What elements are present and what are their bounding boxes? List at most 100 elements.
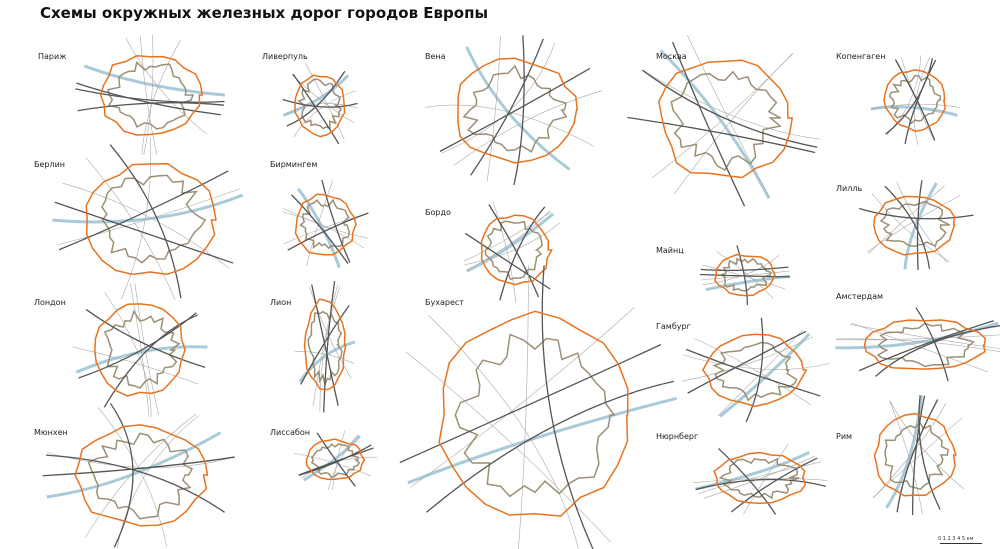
minor-rail-line <box>889 400 965 490</box>
city-boundary <box>876 322 975 368</box>
river <box>52 193 244 224</box>
ring-railway <box>94 303 186 397</box>
rail-line <box>736 245 749 305</box>
city-map <box>294 430 377 490</box>
city-map <box>699 245 791 305</box>
rail-line <box>109 403 134 548</box>
minor-rail-line <box>97 407 168 548</box>
minor-rail-line <box>703 455 816 499</box>
city-map <box>627 34 820 207</box>
minor-rail-line <box>871 193 950 263</box>
city-boundary <box>719 257 772 292</box>
rail-line <box>731 457 818 513</box>
minor-rail-line <box>62 182 230 269</box>
city-map <box>282 63 358 145</box>
river <box>903 182 938 270</box>
rail-line <box>513 35 525 186</box>
minor-rail-line <box>681 336 814 382</box>
minor-rail-line <box>889 400 923 515</box>
minor-rail-line <box>295 351 354 364</box>
rail-line <box>745 317 764 423</box>
ring-railway <box>85 163 217 276</box>
ring-railway <box>480 214 553 286</box>
rail-line <box>282 98 358 108</box>
minor-rail-line <box>293 90 356 138</box>
minor-rail-line <box>405 351 611 543</box>
city-label: Лион <box>270 298 292 307</box>
rail-line <box>642 69 818 148</box>
minor-rail-line <box>129 283 150 417</box>
city-map <box>399 265 677 549</box>
river <box>46 431 222 499</box>
city-map <box>42 403 235 548</box>
rail-line <box>45 454 225 513</box>
minor-rail-line <box>851 322 988 373</box>
city-map <box>859 180 974 270</box>
minor-rail-line <box>134 282 159 415</box>
minor-rail-line <box>868 185 945 254</box>
rail-line <box>85 308 206 369</box>
rail-line <box>918 395 941 510</box>
city-map <box>295 280 356 413</box>
minor-rail-line <box>428 315 579 549</box>
rail-line <box>399 344 662 464</box>
rail-line <box>700 266 789 272</box>
city-boundary <box>297 78 343 130</box>
city-label: Ливерпуль <box>262 52 308 61</box>
minor-rail-line <box>305 63 345 140</box>
city-boundary <box>462 64 568 153</box>
river <box>719 332 811 418</box>
minor-rail-line <box>849 323 1000 350</box>
minor-rail-line <box>312 284 339 407</box>
minor-rail-line <box>140 35 158 155</box>
rail-line <box>291 194 349 265</box>
minor-rail-line <box>870 103 960 110</box>
minor-rail-line <box>716 251 774 299</box>
minor-rail-line <box>306 180 333 267</box>
city-boundary <box>670 70 782 172</box>
ring-railway <box>305 438 366 481</box>
minor-rail-line <box>283 208 369 239</box>
scale-bar: 0 1 2 3 4 5 км <box>938 536 982 544</box>
city-label: Мюнхен <box>34 428 68 437</box>
minor-rail-line <box>141 40 181 155</box>
rail-line <box>488 204 540 298</box>
city-label: Копенгаген <box>836 52 886 61</box>
minor-rail-line <box>453 90 603 166</box>
rail-line <box>103 314 198 408</box>
minor-rail-line <box>410 307 635 488</box>
rail-line <box>78 312 197 379</box>
minor-rail-line <box>866 195 961 253</box>
minor-rail-line <box>900 57 935 141</box>
rail-line <box>627 116 816 154</box>
city-label: Париж <box>38 52 67 61</box>
rail-line <box>687 330 807 394</box>
ring-railway <box>873 195 956 256</box>
rail-line <box>42 456 235 477</box>
minor-rail-line <box>694 338 812 406</box>
city-label: Нюрнберг <box>656 432 699 441</box>
minor-rail-line <box>116 415 200 548</box>
rail-line <box>298 447 374 476</box>
minor-rail-line <box>486 35 501 182</box>
river <box>75 345 208 374</box>
rail-line <box>541 265 594 549</box>
minor-rail-line <box>717 329 804 416</box>
rail-line <box>316 432 356 487</box>
rail-line <box>884 185 931 269</box>
rail-line <box>300 305 350 385</box>
page-title: Схемы окружных железных дорог городов Ев… <box>40 4 489 22</box>
rail-line <box>859 207 974 220</box>
minor-rail-line <box>56 188 241 246</box>
ring-railway <box>702 333 808 408</box>
city-map <box>692 443 828 515</box>
minor-rail-line <box>441 42 556 154</box>
ring-railway <box>74 424 209 527</box>
ring-railway <box>294 74 346 138</box>
city-boundary <box>87 432 194 520</box>
river <box>659 49 771 200</box>
rail-line <box>695 478 826 491</box>
city-map <box>72 282 208 417</box>
rail-line <box>311 284 339 406</box>
